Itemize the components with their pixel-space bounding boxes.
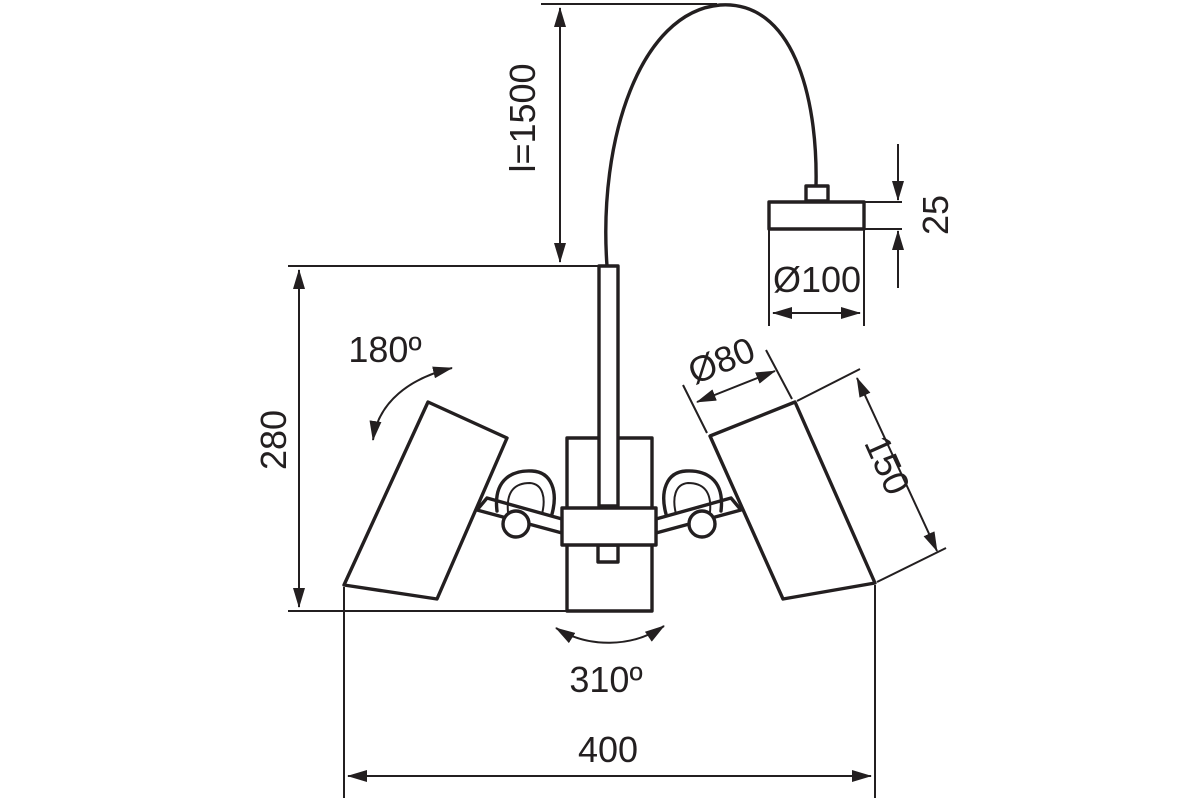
head-rotation-label: 180º bbox=[348, 329, 421, 370]
canopy-diameter-label: Ø100 bbox=[773, 259, 861, 300]
right-joint-bracket-inner bbox=[673, 482, 712, 515]
total-height-label: 280 bbox=[253, 410, 294, 470]
right-joint-bracket bbox=[662, 469, 724, 516]
left-shade bbox=[342, 400, 509, 601]
body-rotation-arrow bbox=[555, 625, 665, 644]
right-joint-knob bbox=[687, 509, 717, 539]
body-collar bbox=[560, 506, 658, 547]
shade-length-ext-2 bbox=[876, 547, 947, 583]
shade-length-ext-1 bbox=[796, 368, 861, 402]
canopy-cable-entry bbox=[804, 184, 830, 203]
canopy-height-label: 25 bbox=[915, 195, 956, 235]
shade-diameter-label: Ø80 bbox=[682, 329, 760, 393]
right-shade bbox=[708, 400, 877, 601]
shade-diameter-ext-2 bbox=[765, 349, 793, 400]
stem-bottom-cap bbox=[596, 543, 620, 564]
head-rotation-arrow bbox=[369, 366, 453, 441]
left-joint-knob bbox=[501, 509, 531, 539]
ceiling-canopy bbox=[767, 200, 866, 231]
center-stem bbox=[597, 264, 620, 508]
total-width-label: 400 bbox=[578, 729, 638, 770]
body-rotation-label: 310º bbox=[569, 659, 642, 700]
cable-length-label: l=1500 bbox=[502, 63, 543, 172]
shade-length-dimension-line bbox=[856, 377, 938, 552]
left-joint-bracket-inner bbox=[506, 482, 545, 515]
shade-diameter-dimension-line bbox=[696, 370, 776, 403]
left-joint-bracket bbox=[494, 469, 556, 516]
shade-diameter-ext-1 bbox=[682, 384, 708, 434]
power-cable bbox=[604, 3, 818, 268]
